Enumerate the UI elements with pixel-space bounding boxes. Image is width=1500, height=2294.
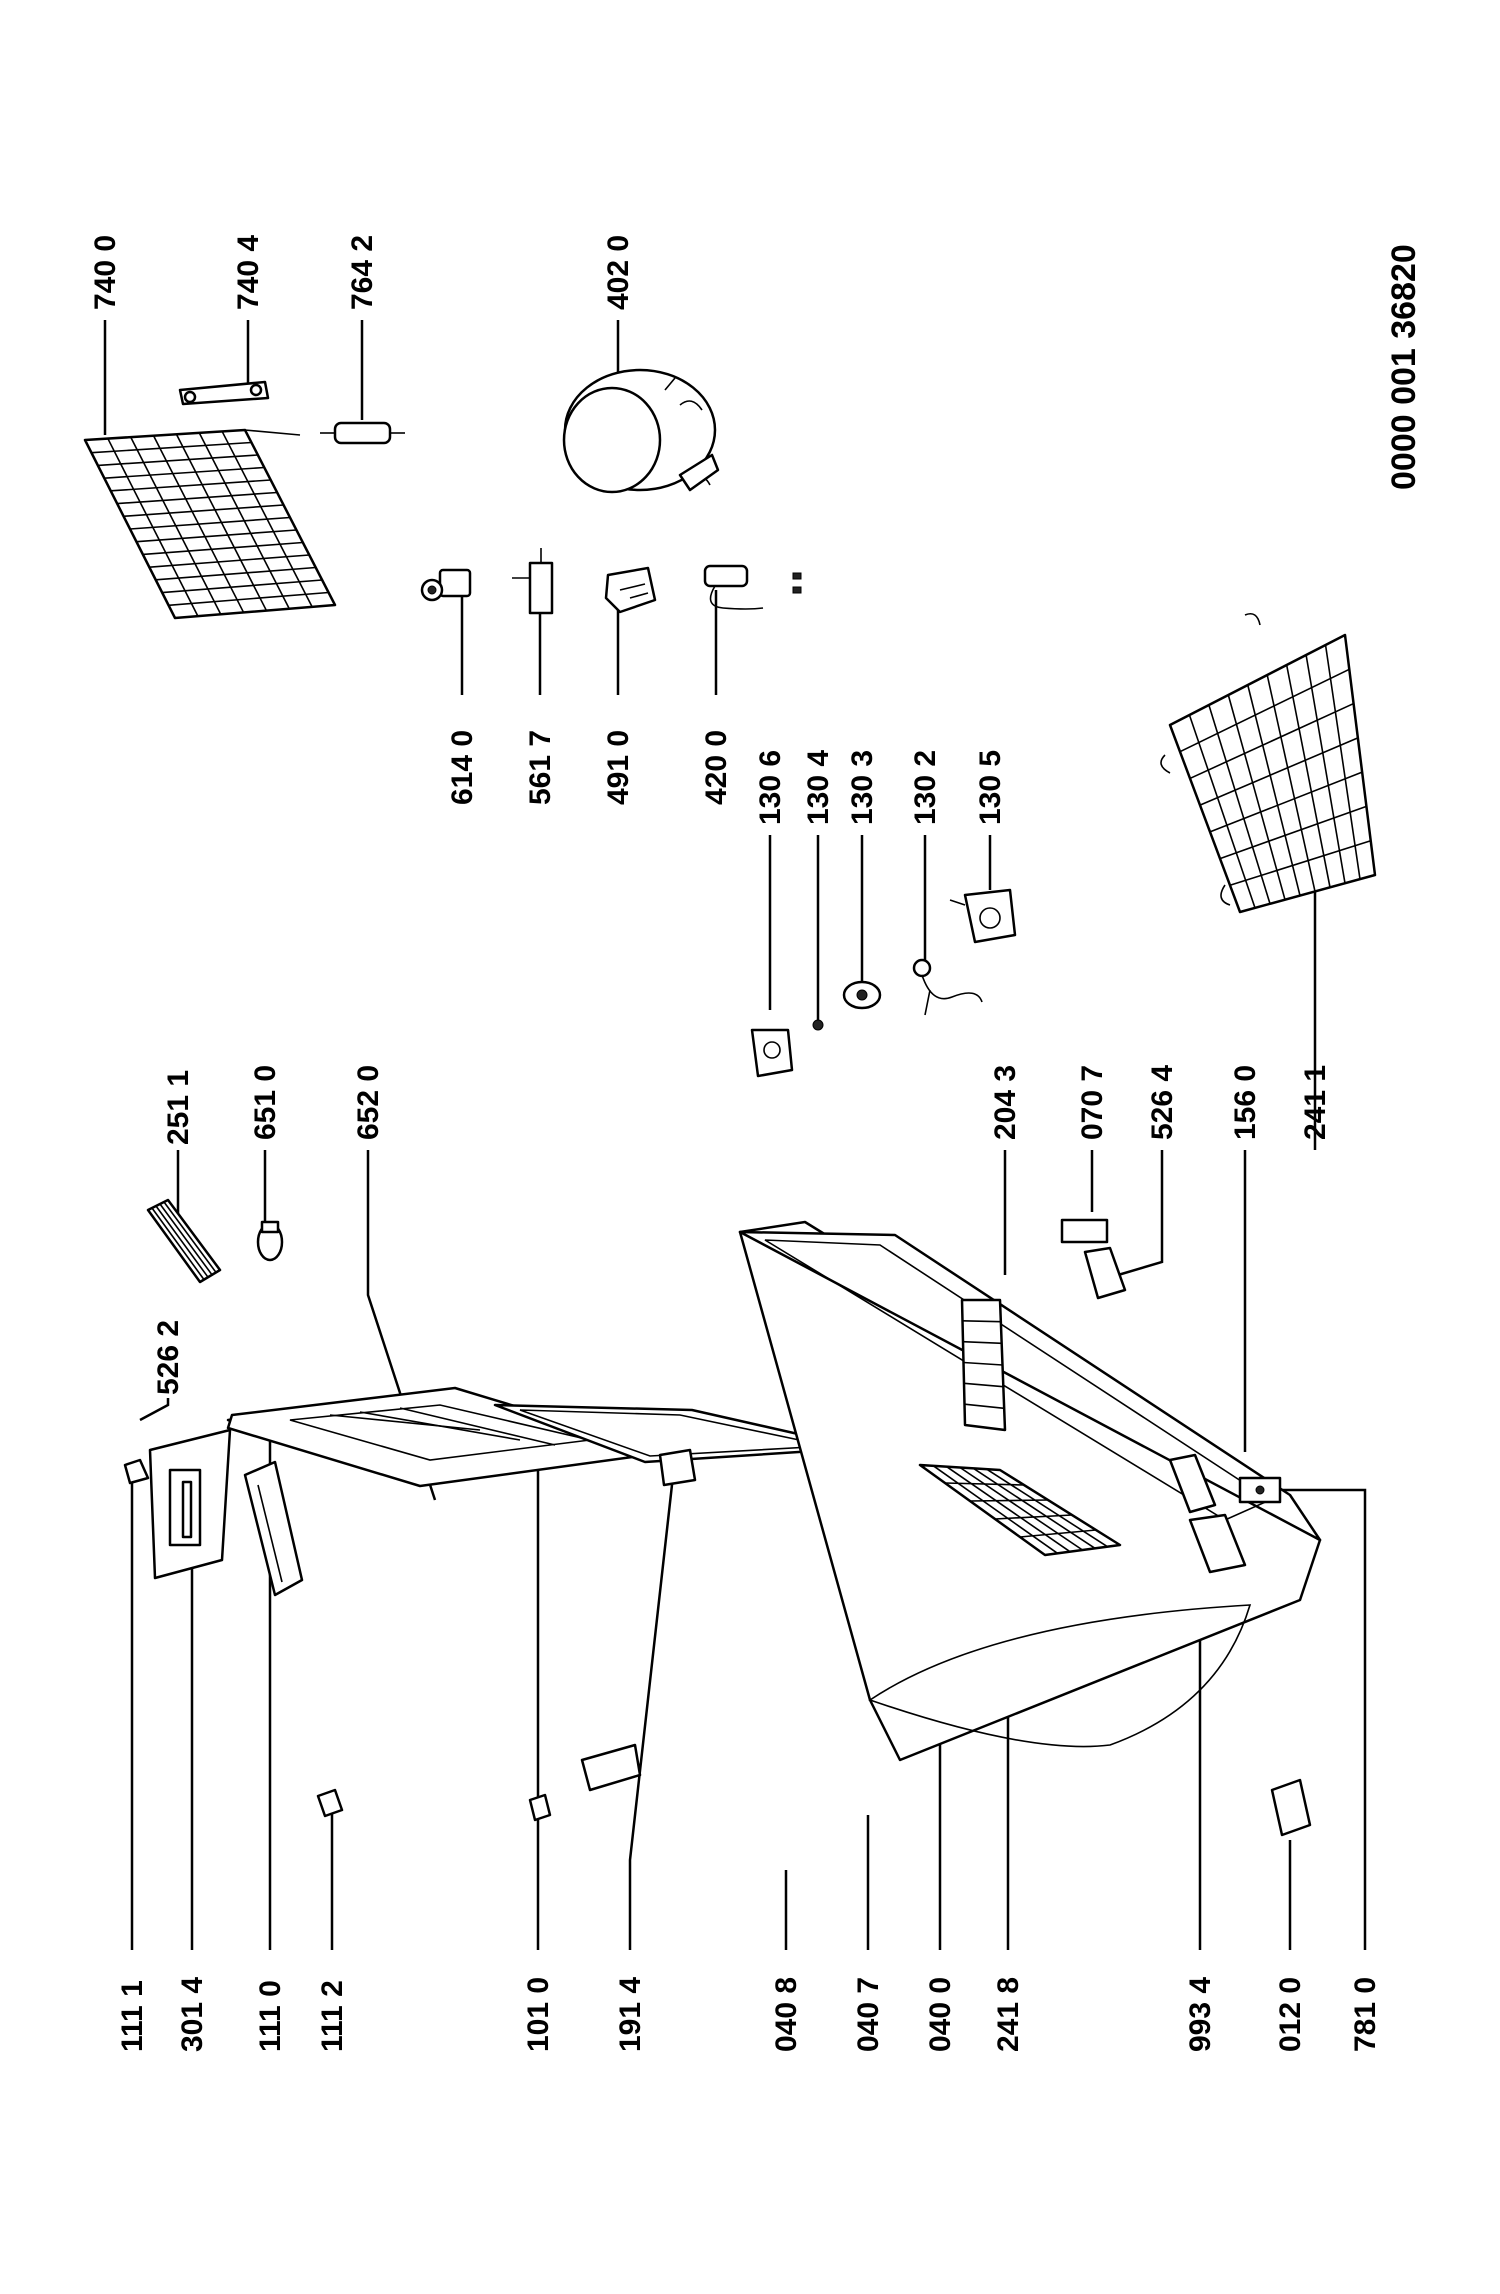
- lamp-socket: [842, 980, 882, 1010]
- foot-rear: [658, 1448, 697, 1487]
- part-label-2511: 251 1: [162, 1070, 195, 1145]
- signal-light: [256, 1220, 284, 1262]
- drawing-number: 0000 001 36820: [1385, 244, 1423, 490]
- part-label-4910: 491 0: [602, 730, 635, 805]
- part-label-5262: 526 2: [152, 1320, 185, 1395]
- part-label-1010: 101 0: [522, 1977, 555, 2052]
- lid-handle: [148, 1428, 232, 1580]
- lamp-holder: [750, 1028, 794, 1078]
- part-label-7810: 781 0: [1349, 1977, 1382, 2052]
- filter-drier: [320, 421, 405, 445]
- foot-small: [528, 1793, 552, 1822]
- part-label-2411: 241 1: [1299, 1065, 1332, 1140]
- condenser-coil: [83, 428, 337, 620]
- part-label-4020: 402 0: [602, 235, 635, 310]
- relay: [420, 568, 472, 602]
- part-label-0707: 070 7: [1076, 1065, 1109, 1140]
- latch: [316, 1788, 344, 1818]
- lamp-bulb: [812, 1019, 824, 1031]
- capacitor: [703, 564, 802, 610]
- condenser-bracket: [178, 380, 270, 406]
- part-label-1304: 130 4: [802, 750, 835, 825]
- part-label-1914: 191 4: [614, 1977, 647, 2052]
- part-label-0120: 012 0: [1274, 1977, 1307, 2052]
- part-label-1305: 130 5: [974, 750, 1007, 825]
- freezer-cabinet: [738, 1218, 1322, 1762]
- part-label-0400: 040 0: [924, 1977, 957, 2052]
- part-label-7404: 740 4: [232, 235, 265, 310]
- part-label-2418: 241 8: [992, 1977, 1025, 2052]
- large-basket: [1160, 612, 1377, 914]
- switch-wire: [912, 958, 983, 1016]
- part-label-1110: 111 0: [254, 1980, 287, 2052]
- part-label-7642: 764 2: [346, 235, 379, 310]
- part-label-6520: 652 0: [352, 1065, 385, 1140]
- part-label-1302: 130 2: [909, 750, 942, 825]
- part-label-3014: 301 4: [176, 1977, 209, 2052]
- part-label-5617: 561 7: [524, 730, 557, 805]
- part-label-1303: 130 3: [846, 750, 879, 825]
- part-label-2043: 204 3: [989, 1065, 1022, 1140]
- thermostat: [512, 548, 554, 615]
- thermostat-cover: [604, 566, 657, 614]
- part-label-0408: 040 8: [770, 1977, 803, 2052]
- part-label-1112: 111 2: [316, 1980, 349, 2052]
- part-label-9934: 993 4: [1184, 1977, 1217, 2052]
- part-label-1560: 156 0: [1229, 1065, 1262, 1140]
- part-labels: 111 1 301 4 111 0 111 2 101 0 191 4 040 8 040 7…: [89, 235, 1382, 2052]
- part-label-1306: 130 6: [754, 750, 787, 825]
- part-label-0407: 040 7: [852, 1977, 885, 2052]
- leader-lines: [103, 320, 1367, 1950]
- mounting-bracket: [1270, 1778, 1312, 1837]
- part-label-5264: 526 4: [1146, 1065, 1179, 1140]
- lamp-cover: [949, 888, 1017, 944]
- foot-cover: [580, 1743, 642, 1792]
- compressor: [562, 368, 720, 494]
- part-label-6510: 651 0: [249, 1065, 282, 1140]
- part-label-6140: 614 0: [446, 730, 479, 805]
- lid-lock: [243, 1460, 304, 1597]
- lid: [226, 1386, 642, 1488]
- part-label-1111: 111 1: [116, 1980, 149, 2052]
- lid-hinge-top: [123, 1458, 150, 1485]
- part-label-4200: 420 0: [700, 730, 733, 805]
- top-cover-strip: [146, 1198, 222, 1284]
- part-label-7400: 740 0: [89, 235, 122, 310]
